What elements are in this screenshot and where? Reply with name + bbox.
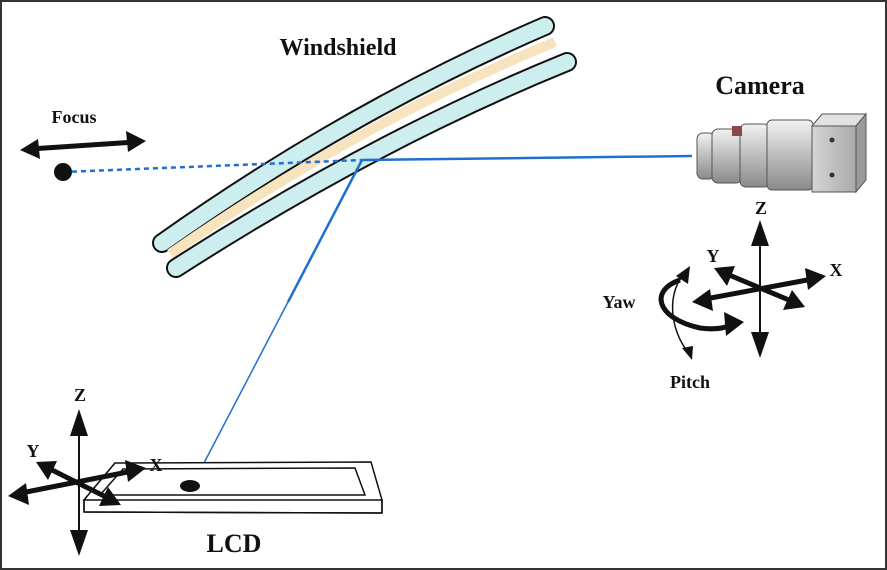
lcd-x-label: X [150, 455, 163, 475]
focus-label: Focus [52, 107, 97, 127]
camera-ray [361, 154, 693, 162]
lcd-z-label: Z [74, 385, 86, 405]
focus-arrow-icon [20, 131, 146, 159]
windshield-interlayer [167, 37, 557, 259]
pitch-arrow-icon [671, 269, 689, 353]
light-rays [62, 154, 693, 487]
lcd-panel [82, 461, 383, 514]
lcd-axes [8, 409, 146, 556]
windshield [152, 16, 577, 278]
z-arrowhead-icon [70, 530, 88, 556]
windshield-label: Windshield [280, 35, 398, 61]
focus-point [54, 163, 72, 181]
lcd-y-axis [42, 463, 114, 503]
lcd-y-label: Y [27, 441, 40, 461]
lcd-label: LCD [207, 529, 262, 558]
camera-y-label: Y [707, 246, 720, 266]
camera-y-axis [721, 269, 797, 306]
yaw-arrow-icon [658, 277, 732, 332]
virtual-ray-dashed [62, 158, 363, 174]
yaw-label: Yaw [602, 292, 635, 312]
camera-x-label: X [830, 260, 843, 280]
reflected-ray-thin [191, 301, 289, 487]
lcd-spot [180, 480, 200, 492]
z-arrowhead-icon [751, 220, 769, 246]
reflected-ray-thick [286, 159, 364, 303]
z-arrowhead-icon [70, 409, 88, 436]
camera-label: Camera [715, 71, 805, 100]
pitch-label: Pitch [670, 372, 710, 392]
camera-icon [696, 112, 868, 194]
lcd-active-area [98, 467, 367, 496]
camera-z-label: Z [755, 198, 767, 218]
z-arrowhead-icon [751, 332, 769, 358]
camera-axes [658, 220, 826, 360]
